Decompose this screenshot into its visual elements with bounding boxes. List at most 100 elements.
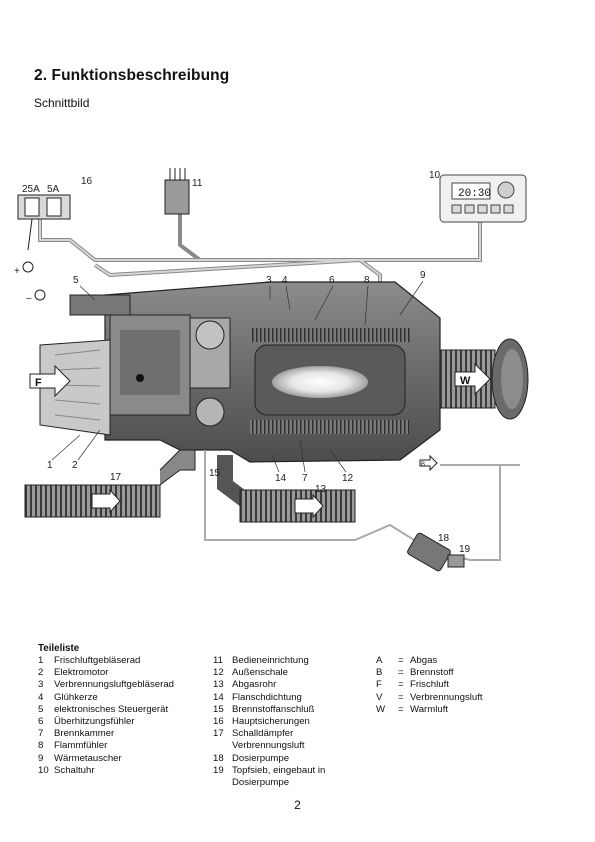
callout-numbers: 1 2 3 4 5 6 7 8 9 10 11 12 13 14 15 16 1… bbox=[47, 170, 471, 555]
part-label: Dosierpumpe bbox=[232, 752, 290, 764]
list-item: 14 Flanschdichtung bbox=[213, 692, 383, 704]
list-item: 9 Wärmetauscher bbox=[38, 753, 208, 765]
list-item: 8 Flammfühler bbox=[38, 740, 208, 752]
part-label: Brennkammer bbox=[54, 728, 115, 740]
list-item: 19 Topfsieb, eingebaut in bbox=[213, 765, 383, 777]
cutaway-diagram: 25A 5A + – 20:30 bbox=[0, 150, 595, 580]
list-item: 13 Abgasrohr bbox=[213, 679, 383, 691]
fuse-label-2: 5A bbox=[47, 184, 60, 195]
part-number: 8 bbox=[38, 740, 44, 752]
part-label: Schalldämpfer bbox=[232, 728, 294, 740]
part-label: Flammfühler bbox=[54, 740, 108, 752]
exhaust-pipe bbox=[217, 455, 356, 523]
legend-item: V=Verbrennungsluft bbox=[376, 692, 576, 704]
heater-body bbox=[39, 281, 529, 463]
callout-1: 1 bbox=[47, 460, 53, 471]
part-number: 10 bbox=[38, 764, 49, 776]
callout-5: 5 bbox=[73, 275, 79, 286]
part-label: Außenschale bbox=[232, 667, 288, 679]
part-label: Glühkerze bbox=[54, 691, 98, 703]
list-item-continuation: Verbrennungsluft bbox=[213, 740, 383, 752]
part-number: 9 bbox=[38, 752, 44, 764]
fuel-line bbox=[204, 450, 520, 561]
part-number: 18 bbox=[213, 752, 224, 764]
part-number: 11 bbox=[213, 655, 223, 666]
part-number: 13 bbox=[213, 679, 224, 691]
part-number: 16 bbox=[213, 716, 224, 728]
part-label: Überhitzungsfühler bbox=[54, 716, 135, 728]
part-number: 1 bbox=[38, 655, 44, 666]
legend-label: Verbrennungsluft bbox=[410, 691, 483, 703]
legend-key: F bbox=[376, 679, 382, 691]
callout-2: 2 bbox=[72, 460, 78, 471]
callout-7: 7 bbox=[302, 473, 308, 484]
legend-label: Abgas bbox=[410, 655, 438, 666]
legend-item: A=Abgas bbox=[376, 655, 576, 667]
fresh-air-arrow bbox=[29, 364, 71, 398]
fuel-arrow-label: B bbox=[421, 462, 425, 468]
legend-item: F=Frischluft bbox=[376, 679, 576, 691]
part-number: 12 bbox=[213, 667, 224, 679]
part-label: Topfsieb, eingebaut in bbox=[232, 764, 326, 776]
part-number: 6 bbox=[38, 716, 44, 728]
timer-display: 20:30 bbox=[458, 188, 491, 200]
list-item: 11 Bedieneinrichtung bbox=[213, 655, 383, 667]
fresh-air-label: F bbox=[35, 377, 42, 389]
page-title: 2. Funktionsbeschreibung bbox=[34, 67, 230, 84]
part-number: 17 bbox=[213, 728, 224, 740]
section-subtitle: Schnittbild bbox=[34, 96, 90, 110]
part-number: 4 bbox=[38, 691, 44, 703]
operating-unit-connector bbox=[164, 168, 190, 215]
polarity-plus: + bbox=[14, 266, 20, 277]
fuse-label-1: 25A bbox=[22, 184, 40, 195]
legend-item: B=Brennstoff bbox=[376, 667, 576, 679]
callout-8: 8 bbox=[364, 275, 370, 286]
legend-equals: = bbox=[398, 703, 404, 715]
part-label: Verbrennungsluftgebläserad bbox=[54, 679, 175, 691]
legend-key: A bbox=[376, 655, 383, 666]
callout-12: 12 bbox=[342, 473, 354, 484]
flow-legend: A=Abgas B=Brennstoff F=Frischluft V=Verb… bbox=[376, 655, 576, 716]
part-label: Bedieneinrichtung bbox=[232, 655, 309, 666]
list-item: 12 Außenschale bbox=[213, 667, 383, 679]
list-item: 6 Überhitzungsfühler bbox=[38, 716, 208, 728]
legend-item: W = Warmluft bbox=[376, 704, 576, 716]
main-fuses bbox=[17, 194, 71, 301]
callout-3: 3 bbox=[266, 275, 272, 286]
callout-16: 16 bbox=[81, 176, 93, 187]
part-label: Elektromotor bbox=[54, 667, 109, 679]
part-number: 2 bbox=[38, 667, 44, 679]
list-item: 16 Hauptsicherungen bbox=[213, 716, 383, 728]
callout-14: 14 bbox=[275, 473, 287, 484]
list-item: 17 Schalldämpfer bbox=[213, 728, 383, 740]
callout-18: 18 bbox=[438, 533, 450, 544]
part-number: 14 bbox=[213, 691, 224, 703]
part-label: Flanschdichtung bbox=[232, 691, 302, 703]
part-label: Hauptsicherungen bbox=[232, 716, 310, 728]
legend-key: W bbox=[376, 703, 386, 715]
fuel-arrow bbox=[419, 454, 438, 472]
legend-label: Brennstoff bbox=[410, 667, 454, 679]
callout-19: 19 bbox=[459, 544, 471, 555]
list-item: 2 Elektromotor bbox=[38, 667, 208, 679]
callout-15: 15 bbox=[209, 468, 221, 479]
part-label: Abgasrohr bbox=[232, 679, 277, 691]
page-number: 2 bbox=[294, 798, 301, 812]
part-label: Wärmetauscher bbox=[54, 752, 122, 764]
list-item: 4 Glühkerze bbox=[38, 692, 208, 704]
legend-equals: = bbox=[398, 667, 404, 679]
timer-unit bbox=[439, 174, 527, 223]
legend-label: Warmluft bbox=[410, 703, 449, 715]
dosing-pump bbox=[407, 532, 465, 572]
part-label-continued: Verbrennungsluft bbox=[232, 740, 305, 752]
part-number: 19 bbox=[213, 764, 224, 776]
parts-list-heading: Teileliste bbox=[38, 643, 80, 654]
